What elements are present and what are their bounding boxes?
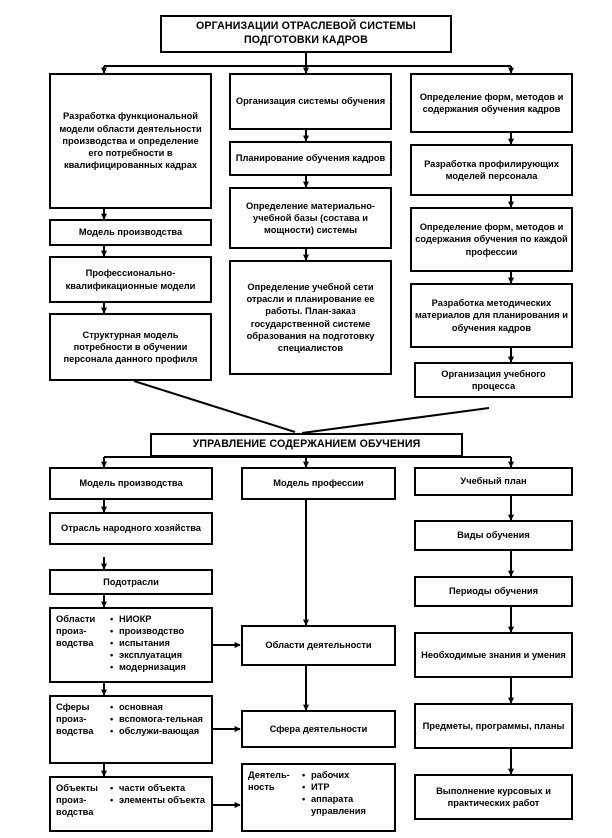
box-bot-c2-2: Области деятельности bbox=[241, 625, 396, 666]
box-label: Разработка функциональной модели области… bbox=[59, 111, 202, 171]
box-label: Планирование обучения кадров bbox=[235, 153, 386, 164]
box-top-c3-3: Определение форм, методов и содержания о… bbox=[410, 207, 573, 272]
box-label: Подотрасли bbox=[103, 576, 159, 587]
box-label: Периоды обучения bbox=[448, 586, 539, 597]
list-item: ИТР bbox=[302, 781, 391, 793]
box-top-c3-5: Организация учебного процесса bbox=[414, 362, 573, 398]
bullet-list: части объекта элементы объекта bbox=[108, 782, 205, 806]
box-label: Определение материально-учебной базы (со… bbox=[245, 200, 376, 236]
box-label: Определение форм, методов и содержания о… bbox=[415, 222, 568, 257]
box-bot-c1-objects: Объекты произ-водства части объекта элем… bbox=[49, 776, 213, 832]
box-label: Разработка методических материалов для п… bbox=[415, 298, 568, 333]
mid-banner: УПРАВЛЕНИЕ СОДЕРЖАНИЕМ ОБУЧЕНИЯ bbox=[150, 433, 463, 457]
list-item: НИОКР bbox=[110, 613, 186, 625]
box-bot-c1-2: Отрасль народного хозяйства bbox=[49, 512, 213, 545]
box-top-c3-4: Разработка методических материалов для п… bbox=[410, 283, 573, 348]
box-top-c3-1: Определение форм, методов и содержания о… bbox=[410, 73, 573, 133]
list-item: аппарата управления bbox=[302, 793, 391, 817]
box-label: Модель профессии bbox=[273, 478, 364, 489]
bullet-list: рабочих ИТР аппарата управления bbox=[300, 769, 391, 817]
box-label: Виды обучения bbox=[457, 530, 530, 541]
box-lead-label: Деятель-ность bbox=[248, 770, 290, 793]
box-bot-c1-areas: Области произ-водства НИОКР производство… bbox=[49, 607, 213, 683]
box-bot-c1-3: Подотрасли bbox=[49, 569, 213, 595]
box-label: Определение форм, методов и содержания о… bbox=[419, 91, 564, 114]
list-item: вспомога-тельная bbox=[110, 713, 203, 725]
box-label: Необходимые знания и умения bbox=[421, 649, 566, 660]
box-label: Модель производства bbox=[79, 478, 183, 489]
box-lead-label: Объекты произ-водства bbox=[56, 783, 98, 818]
box-bot-c3-5: Предметы, программы, планы bbox=[414, 703, 573, 749]
box-bot-c3-2: Виды обучения bbox=[414, 520, 573, 551]
list-item: модернизация bbox=[110, 661, 186, 673]
list-item: основная bbox=[110, 701, 203, 713]
box-label: Отрасль народного хозяйства bbox=[61, 523, 201, 534]
box-bot-c1-spheres: Сферы произ-водства основная вспомога-те… bbox=[49, 695, 213, 764]
box-label: Учебный план bbox=[460, 476, 527, 487]
box-bot-c3-3: Периоды обучения bbox=[414, 576, 573, 607]
box-bot-c2-activity: Деятель-ность рабочих ИТР аппарата управ… bbox=[241, 763, 396, 832]
box-top-c2-2: Планирование обучения кадров bbox=[229, 141, 392, 176]
bullet-list: основная вспомога-тельная обслужи-вающая bbox=[108, 701, 203, 737]
box-label: Структурная модель потребности в обучени… bbox=[63, 329, 198, 365]
bullet-list: НИОКР производство испытания эксплуатаци… bbox=[108, 613, 186, 673]
box-top-c1-4: Структурная модель потребности в обучени… bbox=[49, 313, 212, 381]
box-label: Выполнение курсовых и практических работ bbox=[436, 785, 551, 808]
box-bot-c3-6: Выполнение курсовых и практических работ bbox=[414, 774, 573, 820]
box-bot-c2-3: Сфера деятельности bbox=[241, 710, 396, 748]
list-item: рабочих bbox=[302, 769, 391, 781]
box-top-c2-3: Определение материально-учебной базы (со… bbox=[229, 187, 392, 249]
box-label: Организация учебного процесса bbox=[441, 368, 546, 391]
box-label: Модель производства bbox=[78, 227, 183, 238]
mid-banner-text: УПРАВЛЕНИЕ СОДЕРЖАНИЕМ ОБУЧЕНИЯ bbox=[192, 438, 421, 451]
list-item: испытания bbox=[110, 637, 186, 649]
box-top-c1-1: Разработка функциональной модели области… bbox=[49, 73, 212, 209]
box-top-c1-2: Модель производства bbox=[49, 219, 212, 246]
list-item: элементы объекта bbox=[110, 794, 205, 806]
box-top-c1-3: Профессионально-квалификационные модели bbox=[49, 256, 212, 303]
box-label: Сфера деятельности bbox=[269, 723, 368, 734]
list-item: производство bbox=[110, 625, 186, 637]
box-label: Предметы, программы, планы bbox=[422, 720, 565, 731]
box-label: Разработка профилирующих моделей персона… bbox=[424, 158, 559, 181]
box-label: Профессионально-квалификационные модели bbox=[65, 268, 196, 291]
box-bot-c3-1: Учебный план bbox=[414, 467, 573, 496]
box-lead-label: Области произ-водства bbox=[56, 614, 96, 649]
list-item: эксплуатация bbox=[110, 649, 186, 661]
box-lead-label: Сферы произ-водства bbox=[56, 702, 94, 737]
box-top-c2-1: Организация системы обучения bbox=[229, 73, 392, 130]
list-item: обслужи-вающая bbox=[110, 725, 203, 737]
box-top-c3-2: Разработка профилирующих моделей персона… bbox=[410, 144, 573, 196]
box-label: Определение учебной сети отрасли и плани… bbox=[246, 281, 375, 354]
title-banner: ОРГАНИЗАЦИИ ОТРАСЛЕВОЙ СИСТЕМЫ ПОДГОТОВК… bbox=[160, 15, 452, 53]
title-banner-text: ОРГАНИЗАЦИИ ОТРАСЛЕВОЙ СИСТЕМЫ ПОДГОТОВК… bbox=[196, 20, 416, 46]
list-item: части объекта bbox=[110, 782, 205, 794]
box-bot-c2-1: Модель профессии bbox=[241, 467, 396, 500]
box-bot-c1-1: Модель производства bbox=[49, 467, 213, 500]
box-label: Области деятельности bbox=[265, 640, 372, 651]
box-label: Организация системы обучения bbox=[235, 96, 386, 107]
box-top-c2-4: Определение учебной сети отрасли и плани… bbox=[229, 260, 392, 375]
box-bot-c3-4: Необходимые знания и умения bbox=[414, 632, 573, 678]
